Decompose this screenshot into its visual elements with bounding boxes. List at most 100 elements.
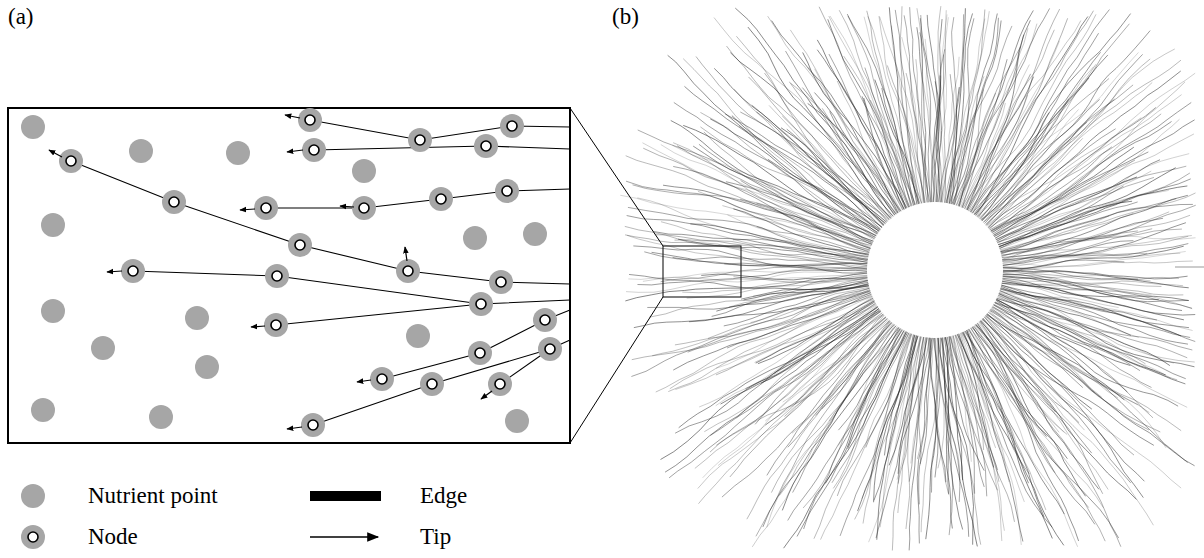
hypha <box>789 82 893 216</box>
legend-label: Edge <box>420 483 467 509</box>
hypha <box>998 295 1186 378</box>
hypha <box>974 325 1059 432</box>
hypha <box>626 156 873 243</box>
hypha <box>992 118 1141 233</box>
hypha <box>779 327 897 496</box>
hypha <box>656 296 873 392</box>
legend-label: Tip <box>420 524 451 550</box>
hypha <box>1000 289 1194 362</box>
hypha <box>695 311 881 468</box>
hypha <box>637 270 867 285</box>
hypha <box>994 95 1182 236</box>
hypha <box>991 82 1185 231</box>
hypha <box>991 152 1148 232</box>
hypha <box>998 296 1177 379</box>
hypha <box>673 257 868 266</box>
hypha <box>674 102 876 237</box>
hypha <box>1000 186 1188 249</box>
hypha <box>967 330 1053 538</box>
hypha <box>952 11 990 204</box>
hypha <box>940 338 968 537</box>
hypha <box>1001 204 1193 253</box>
hypha <box>698 315 884 504</box>
hypha <box>945 9 985 202</box>
hypha <box>944 55 946 203</box>
hypha <box>1002 236 1192 260</box>
hypha <box>964 331 1054 472</box>
hypha <box>678 239 867 262</box>
hypha <box>965 331 1064 514</box>
hypha <box>1002 212 1170 257</box>
hypha <box>991 107 1156 230</box>
panel-label-text: (a) <box>8 4 34 29</box>
hypha <box>986 315 1145 481</box>
hypha <box>837 334 912 496</box>
hypha <box>986 122 1087 224</box>
hypha <box>868 16 920 203</box>
hypha <box>983 59 1150 222</box>
hypha <box>1003 236 1196 263</box>
hypha <box>690 224 869 254</box>
hypha <box>969 329 1089 508</box>
hypha <box>708 291 870 339</box>
hypha <box>892 26 923 204</box>
hypha <box>727 293 871 348</box>
hypha <box>682 276 867 293</box>
hypha <box>698 315 885 488</box>
hypha <box>926 338 936 539</box>
hypha <box>902 37 929 202</box>
hypha <box>973 327 1079 541</box>
hypha <box>1003 246 1184 268</box>
hypha <box>994 147 1134 235</box>
hypha <box>733 239 868 257</box>
hypha <box>734 89 885 223</box>
legend-label: Node <box>88 524 138 550</box>
tip-sample <box>310 536 378 538</box>
edge-sample <box>310 491 381 501</box>
hypha <box>954 59 1007 205</box>
hypha <box>647 280 867 309</box>
hypha <box>688 290 870 353</box>
hypha <box>867 11 920 204</box>
hypha <box>1003 276 1189 301</box>
legend-text: Node <box>88 524 138 549</box>
hypha <box>788 322 892 447</box>
hypha <box>1003 241 1134 266</box>
hypha <box>990 147 1112 230</box>
hypha <box>869 337 921 543</box>
hypha <box>995 303 1186 384</box>
hypha <box>937 49 945 202</box>
zoom-frame <box>8 108 570 443</box>
hypha <box>988 71 1181 228</box>
hypha <box>993 305 1187 407</box>
stray-hypha <box>1175 267 1204 268</box>
hypha <box>663 185 870 248</box>
hypha <box>989 114 1161 229</box>
hypha <box>895 10 921 203</box>
hypha <box>935 338 944 468</box>
hypha <box>844 56 909 207</box>
hypha <box>994 102 1191 236</box>
hypha <box>975 14 1131 215</box>
hypha <box>938 14 963 202</box>
hypha <box>652 287 869 355</box>
hypha <box>661 145 875 239</box>
panel-label: (b) <box>612 4 639 30</box>
mycelium-network <box>620 6 1195 550</box>
hypha <box>971 328 1095 524</box>
hypha <box>880 17 925 203</box>
hypha <box>838 328 899 430</box>
legend-swatch <box>21 484 45 508</box>
hypha <box>793 324 894 492</box>
hyphal-edges <box>71 120 570 425</box>
hypha <box>642 143 872 243</box>
hypha <box>977 24 1129 217</box>
hypha <box>865 68 910 207</box>
hypha <box>740 112 889 220</box>
hypha <box>967 330 1053 527</box>
hyphal-tips <box>49 115 492 429</box>
hypha <box>938 338 960 502</box>
hypha <box>716 297 872 369</box>
hypha <box>978 323 1064 433</box>
